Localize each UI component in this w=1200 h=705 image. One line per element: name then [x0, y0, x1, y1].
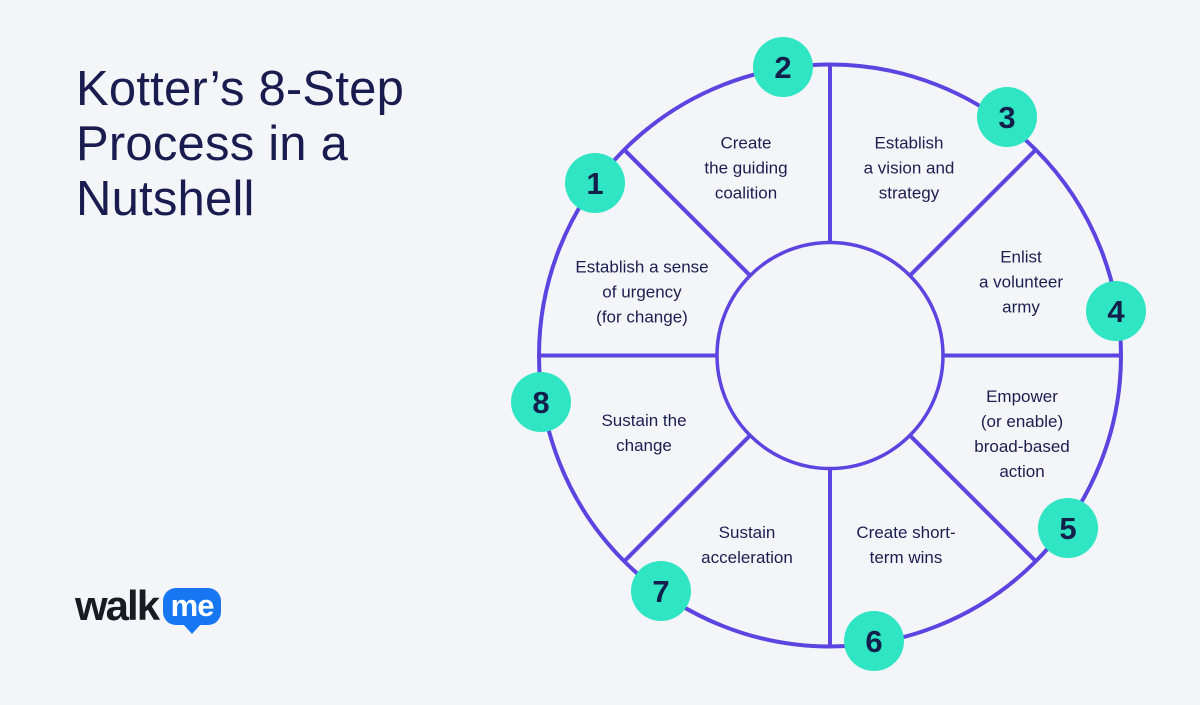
- badge-circle: [753, 37, 813, 97]
- logo-wordmark: walk: [75, 582, 160, 629]
- badge-circle: [565, 153, 625, 213]
- label-line: Establish a sense: [575, 257, 709, 277]
- segment-label-1: Establish a sense of urgency (for change…: [575, 255, 708, 330]
- label-line: a volunteer: [978, 272, 1064, 292]
- label-line: army: [1002, 297, 1040, 317]
- label-line: strategy: [878, 183, 940, 203]
- step-number: 5: [1059, 511, 1076, 546]
- segment-label-5: Empower (or enable) broad-based action: [974, 384, 1069, 484]
- segment-label-7: Sustain acceleration: [701, 520, 793, 570]
- step-badge-7: 7: [631, 561, 691, 621]
- label-line: Create: [720, 133, 772, 153]
- title-line: Nutshell: [76, 172, 255, 226]
- step-badge-6: 6: [844, 611, 904, 671]
- step-number: 1: [586, 166, 603, 201]
- label-line: action: [999, 462, 1045, 481]
- step-number: 2: [774, 50, 791, 85]
- label-line: Create short-: [856, 523, 956, 542]
- badge-circle: [977, 87, 1037, 147]
- page-title: Kotter’s 8-Step Process in a Nutshell: [76, 62, 404, 227]
- logo-bubble-text: me: [170, 588, 215, 623]
- label-line: (or enable): [980, 412, 1064, 431]
- spoke-top-left: [622, 148, 752, 278]
- label-line: Establish: [874, 133, 944, 153]
- segment-label-4: Enlist a volunteer army: [979, 245, 1063, 320]
- badge-circle: [631, 561, 691, 621]
- label-line: term wins: [869, 548, 943, 567]
- label-line: of urgency: [602, 282, 682, 302]
- logo-speech-bubble: me: [163, 587, 222, 625]
- segment-label-8: Sustain the change: [601, 408, 686, 458]
- segment-label-2: Create the guiding coalition: [704, 131, 787, 206]
- title-line: Kotter’s 8-Step: [76, 62, 405, 116]
- step-badge-2: 2: [753, 37, 813, 97]
- step-badge-3: 3: [977, 87, 1037, 147]
- step-badge-5: 5: [1038, 498, 1098, 558]
- label-line: (for change): [596, 307, 688, 327]
- label-line: Empower: [986, 387, 1058, 406]
- wheel-spokes: [539, 64, 1121, 647]
- step-number: 3: [998, 100, 1015, 135]
- walkme-logo: walk me: [75, 582, 222, 629]
- label-line: a vision and: [863, 158, 955, 178]
- title-line: Process in a: [76, 117, 349, 171]
- segment-label-6: Create short- term wins: [856, 520, 955, 570]
- spoke-bottom-right: [908, 433, 1038, 563]
- step-number: 6: [865, 624, 882, 659]
- badge-circle: [844, 611, 904, 671]
- label-line: Enlist: [1000, 247, 1042, 267]
- step-number: 4: [1107, 294, 1125, 329]
- label-line: broad-based: [974, 437, 1070, 456]
- step-number: 7: [652, 574, 669, 609]
- step-badge-1: 1: [565, 153, 625, 213]
- label-line: change: [616, 436, 672, 455]
- step-badge-8: 8: [511, 372, 571, 432]
- badge-circle: [1038, 498, 1098, 558]
- label-line: the guiding: [704, 158, 788, 178]
- step-badges: 1 2 3 4 5 6 7: [511, 37, 1146, 671]
- label-line: acceleration: [701, 548, 793, 567]
- step-badge-4: 4: [1086, 281, 1146, 341]
- step-number: 8: [532, 385, 549, 420]
- spoke-bottom-left: [622, 433, 752, 563]
- label-line: Sustain the: [601, 411, 687, 430]
- spoke-top-right: [908, 148, 1038, 278]
- segment-label-3: Establish a vision and strategy: [864, 131, 955, 206]
- label-line: coalition: [714, 183, 778, 203]
- wheel-inner-ring: [715, 240, 945, 471]
- badge-circle: [511, 372, 571, 432]
- label-line: Sustain: [718, 523, 776, 542]
- badge-circle: [1086, 281, 1146, 341]
